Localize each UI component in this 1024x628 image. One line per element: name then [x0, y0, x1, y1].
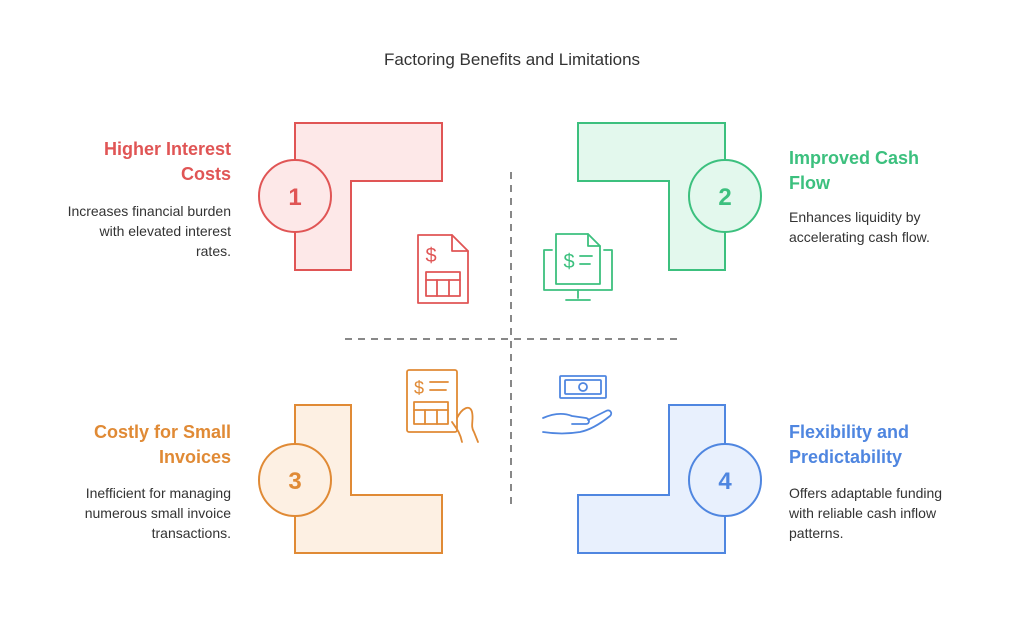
- quadrant-4-shape: [577, 404, 726, 554]
- quadrant-2-heading-line1: Improved Cash: [789, 148, 920, 168]
- quadrant-3-heading-line2: Invoices: [158, 447, 231, 467]
- hand-holding-banknote-icon: [542, 375, 613, 435]
- quadrant-1-shape: [294, 122, 443, 271]
- quadrant-3-badge: [258, 443, 332, 517]
- quadrant-1-number: 1: [288, 184, 301, 211]
- quadrant-4-heading-line2: Predictability: [789, 447, 903, 467]
- quadrant-4-description: Offers adaptable funding with reliable c…: [789, 483, 942, 543]
- quadrant-2-heading-line2: Flow: [789, 173, 830, 193]
- quadrant-3-heading: Costly for Small Invoices: [94, 420, 231, 470]
- quadrant-3-number: 3: [288, 468, 301, 495]
- quadrant-1-desc-line1: Increases financial burden: [67, 203, 231, 219]
- quadrant-4-heading-line1: Flexibility and: [789, 422, 910, 442]
- quadrant-1-heading-line1: Higher Interest: [103, 139, 231, 159]
- quadrant-4-badge: [688, 443, 762, 517]
- svg-text:$: $: [425, 245, 436, 267]
- quadrant-3-desc-line2: numerous small invoice: [84, 505, 231, 521]
- quadrant-3-description: Inefficient for managing numerous small …: [85, 483, 231, 543]
- monitor-dollar-document-icon: $: [543, 233, 613, 301]
- invoice-dollar-table-icon: $: [417, 234, 469, 304]
- quadrant-4-desc-line3: patterns.: [789, 525, 844, 541]
- quadrant-1-heading-line2: Costs: [180, 164, 231, 184]
- quadrant-4-heading: Flexibility and Predictability: [789, 420, 909, 470]
- quadrant-1-desc-line3: rates.: [195, 243, 231, 259]
- svg-text:$: $: [414, 378, 424, 398]
- quadrant-2-shape: [577, 122, 726, 271]
- quadrant-1-heading: Higher Interest Costs: [104, 137, 231, 187]
- quadrant-1-badge: [258, 159, 332, 233]
- svg-text:$: $: [563, 251, 574, 273]
- quadrant-3-desc-line1: Inefficient for managing: [85, 485, 231, 501]
- quadrant-2-badge: [688, 159, 762, 233]
- hand-holding-invoice-icon: $: [406, 369, 479, 443]
- quadrant-3-heading-line1: Costly for Small: [93, 422, 231, 442]
- quadrant-3-shape: [294, 404, 443, 554]
- quadrant-4-number: 4: [718, 468, 732, 495]
- quadrant-2-heading: Improved Cash Flow: [789, 146, 919, 196]
- quadrant-2-desc-line2: accelerating cash flow.: [789, 229, 930, 245]
- quadrant-2-number: 2: [718, 184, 731, 211]
- quadrant-1-desc-line2: with elevated interest: [99, 223, 231, 239]
- quadrant-4-desc-line1: Offers adaptable funding: [789, 485, 943, 501]
- diagram-title: Factoring Benefits and Limitations: [383, 50, 641, 69]
- quadrant-3-desc-line3: transactions.: [151, 525, 231, 541]
- quadrant-2-desc-line1: Enhances liquidity by: [789, 209, 921, 225]
- quadrant-1-description: Increases financial burden with elevated…: [68, 201, 231, 261]
- quadrant-4-desc-line2: with reliable cash inflow: [789, 505, 937, 521]
- quadrant-2-description: Enhances liquidity by accelerating cash …: [789, 207, 930, 247]
